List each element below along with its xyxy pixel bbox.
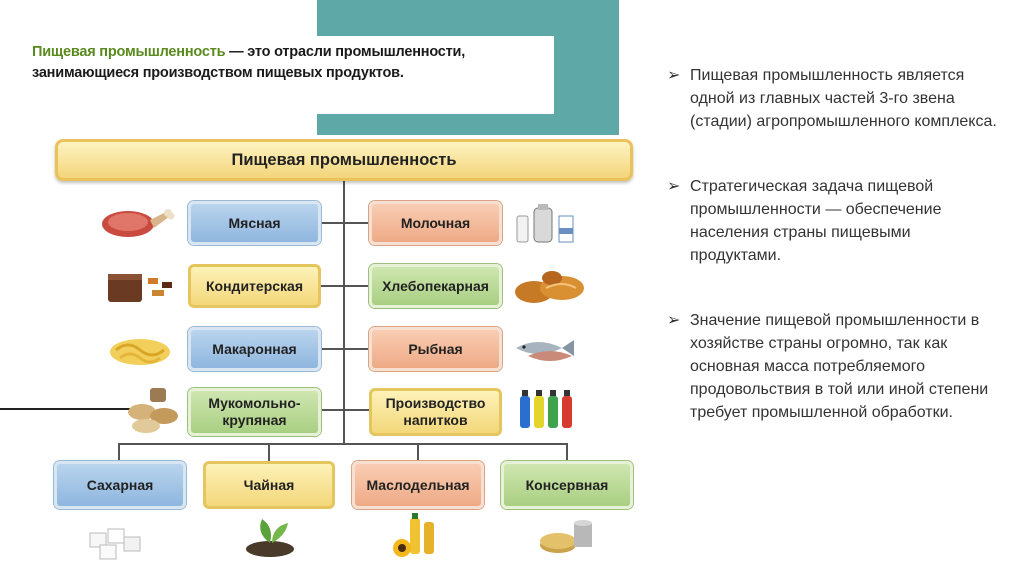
bread-icon	[515, 271, 584, 303]
definition-text: Пищевая промышленность — это отрасли про…	[32, 42, 542, 84]
bullet-item: ➢ Значение пищевой промышленности в хозяй…	[667, 309, 997, 424]
connector-bottom-1	[118, 443, 120, 461]
milk-icon	[516, 204, 574, 243]
connector-row-4	[321, 409, 369, 411]
sugar-icon	[89, 528, 141, 560]
branch-dairy: Молочная	[369, 201, 502, 245]
chevron-right-icon: ➢	[667, 312, 681, 329]
branch-fish: Рыбная	[369, 327, 502, 371]
bullet-text: Стратегическая задача пищевой промышленн…	[690, 178, 942, 264]
cans-icon	[540, 520, 592, 553]
connector-row-2	[321, 285, 369, 287]
connector-bottom-hline	[118, 443, 567, 445]
grain-icon	[128, 388, 178, 433]
branch-sugar: Сахарная	[54, 461, 186, 509]
cake-icon	[108, 274, 172, 302]
bullet-text: Пищевая промышленность является одной из…	[690, 67, 997, 130]
branch-confectionery: Кондитерская	[188, 264, 321, 308]
branch-canning: Консервная	[501, 461, 633, 509]
branch-bakery: Хлебопекарная	[369, 264, 502, 308]
branch-pasta: Макаронная	[188, 327, 321, 371]
branch-beverages: Производство напитков	[369, 388, 502, 436]
fish-icon	[516, 340, 574, 361]
connector-row-3	[321, 348, 369, 350]
connector-bottom-3	[417, 443, 419, 461]
connector-row-1	[321, 222, 369, 224]
branch-milling: Мукомольно-крупяная	[188, 388, 321, 436]
bullet-item: ➢ Пищевая промышленность является одной и…	[667, 64, 997, 133]
bullet-item: ➢ Стратегическая задача пищевой промышлен…	[667, 175, 997, 267]
left-edge-line	[0, 408, 130, 410]
diagram-title-box: Пищевая промышленность	[55, 139, 633, 181]
bottles-icon	[520, 390, 572, 428]
branch-meat: Мясная	[188, 201, 321, 245]
bullet-list: ➢ Пищевая промышленность является одной и…	[667, 64, 997, 466]
oil-icon	[393, 513, 434, 557]
chevron-right-icon: ➢	[667, 67, 681, 84]
connector-bottom-2	[268, 443, 270, 461]
chevron-right-icon: ➢	[667, 178, 681, 195]
meat-icon	[102, 209, 175, 237]
definition-panel	[12, 36, 554, 114]
tea-icon	[246, 519, 294, 557]
bullet-text: Значение пищевой промышленности в хозяйс…	[690, 312, 989, 421]
pasta-icon	[110, 339, 170, 365]
branch-butter: Маслодельная	[352, 461, 484, 509]
connector-trunk	[343, 181, 345, 444]
connector-bottom-4	[566, 443, 568, 461]
branch-tea: Чайная	[203, 461, 335, 509]
definition-term: Пищевая промышленность	[32, 44, 226, 60]
definition-body: — это отрасли промышленности, занимающие…	[32, 44, 466, 81]
